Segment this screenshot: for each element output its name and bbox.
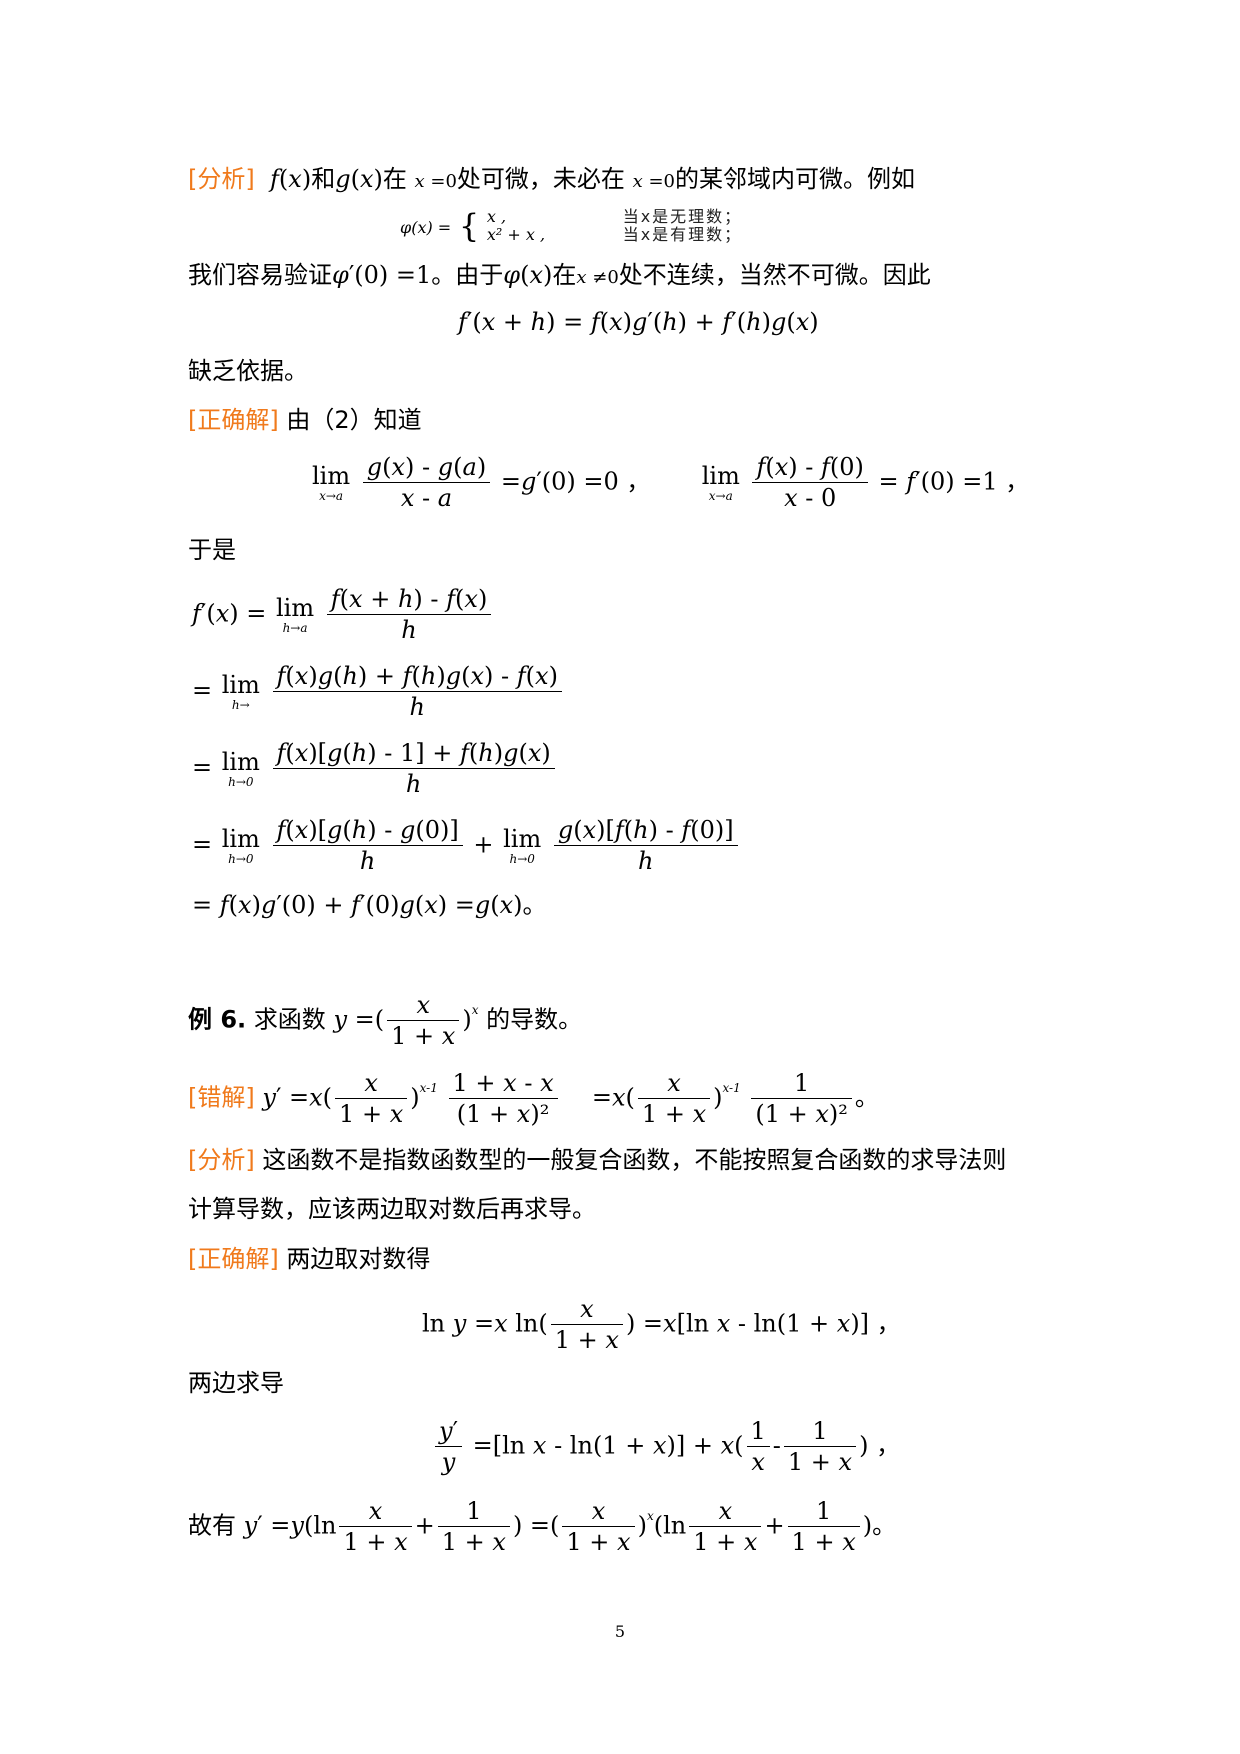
analysis-paragraph-2: [分析] 这函数不是指数函数型的一般复合函数，不能按照复合函数的求导法则	[188, 1146, 1007, 1174]
derivation-step-5: = f(x)g′(0) + f′(0)g(x) =g(x)。	[192, 891, 547, 919]
correct-solution-2-intro: [正确解] 两边取对数得	[188, 1245, 431, 1273]
therefore-text: 于是	[188, 536, 236, 564]
equation-derivative-identity: f′(x + h) = f(x)g′(h) + f′(h)g(x)	[458, 308, 819, 336]
wrong-label: [错解]	[188, 1083, 255, 1112]
analysis-paragraph-1: [分析] f(x)和g(x)在 x =0处可微，未必在 x =0的某邻域内可微。…	[188, 165, 915, 193]
correct-solution-intro: [正确解] 由（2）知道	[188, 406, 422, 434]
page-number: 5	[614, 1622, 626, 1641]
math-fx: f	[262, 165, 279, 193]
analysis-label: [分析]	[188, 165, 255, 193]
analysis-paragraph-2-cont: 计算导数，应该两边取对数后再求导。	[188, 1195, 596, 1223]
differentiate-both-sides-text: 两边求导	[188, 1369, 284, 1397]
piecewise-definition: φ(x) = { x , x² + x , 当x是无理数； 当x是有理数；	[400, 207, 743, 245]
example-6-title: 例 6.	[188, 1005, 247, 1034]
analysis-label-2: [分析]	[188, 1146, 255, 1174]
lacks-basis-text: 缺乏依据。	[188, 357, 308, 385]
correct-label-2: [正确解]	[188, 1245, 279, 1273]
correct-label: [正确解]	[188, 406, 279, 434]
verification-paragraph: 我们容易验证φ′(0) =1。由于φ(x)在x ≠0处不连续，当然不可微。因此	[188, 261, 931, 289]
